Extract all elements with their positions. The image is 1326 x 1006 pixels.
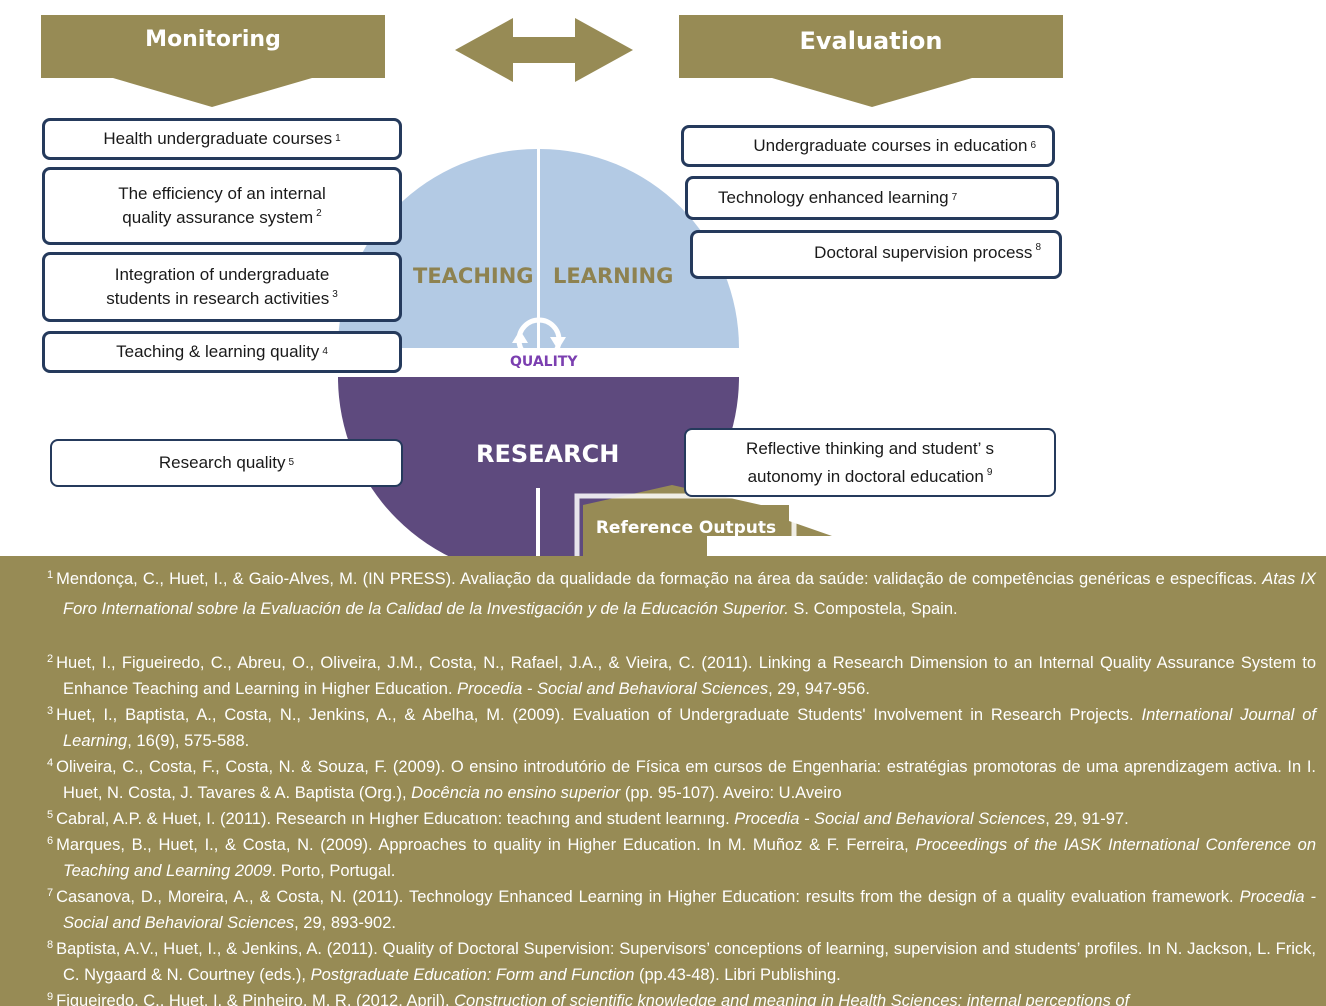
monitoring-box-text: students in research activities	[106, 289, 330, 308]
ref-marker: 8	[1035, 242, 1041, 253]
evaluation-box-text: Reflective thinking and student’ s	[746, 439, 994, 459]
evaluation-box-reflective: Reflective thinking and student’ s auton…	[684, 428, 1056, 497]
reference-outputs-label: Reference Outputs	[595, 518, 777, 538]
reference-outputs-arrow	[505, 485, 832, 556]
double-arrow	[455, 18, 633, 82]
monitoring-box-text: Health undergraduate courses	[103, 129, 333, 149]
ref-marker: 5	[288, 457, 295, 468]
ref-marker: 1	[335, 133, 341, 144]
evaluation-box-text: Undergraduate courses in education	[753, 136, 1028, 156]
evaluation-arrow	[679, 15, 1063, 107]
evaluation-box-text: Doctoral supervision process	[814, 243, 1033, 262]
quality-label: QUALITY	[510, 354, 578, 370]
monitoring-box-text: Integration of undergraduate	[114, 265, 330, 285]
monitoring-box-text: The efficiency of an internal	[118, 184, 326, 204]
ref-marker: 9	[986, 466, 993, 478]
quality-cycle-icon	[512, 317, 566, 363]
teaching-label: TEACHING	[413, 264, 534, 288]
ref-marker: 4	[322, 346, 328, 357]
evaluation-title: Evaluation	[799, 27, 943, 55]
ref-marker: 6	[1030, 140, 1036, 151]
monitoring-title: Monitoring	[145, 27, 281, 52]
research-label: RESEARCH	[476, 440, 620, 468]
learning-quadrant	[540, 149, 739, 348]
evaluation-title-banner: Evaluation	[679, 15, 1063, 78]
ref-marker: 7	[951, 192, 958, 203]
monitoring-arrow	[41, 15, 385, 107]
monitoring-box-text: Teaching & learning quality	[116, 342, 320, 362]
evaluation-box-text: autonomy in doctoral education	[747, 466, 984, 486]
monitoring-box-integration: Integration of undergraduate students in…	[42, 252, 402, 322]
monitoring-box-efficiency: The efficiency of an internal quality as…	[42, 167, 402, 245]
evaluation-box-text: Technology enhanced learning	[718, 188, 949, 208]
learning-label: LEARNING	[553, 264, 674, 288]
monitoring-title-banner: Monitoring	[41, 15, 385, 78]
ref-marker: 2	[316, 208, 322, 220]
monitoring-box-text: quality assurance system	[122, 208, 314, 227]
ref-marker: 3	[332, 289, 338, 301]
monitoring-box-text: Research quality	[158, 453, 286, 473]
